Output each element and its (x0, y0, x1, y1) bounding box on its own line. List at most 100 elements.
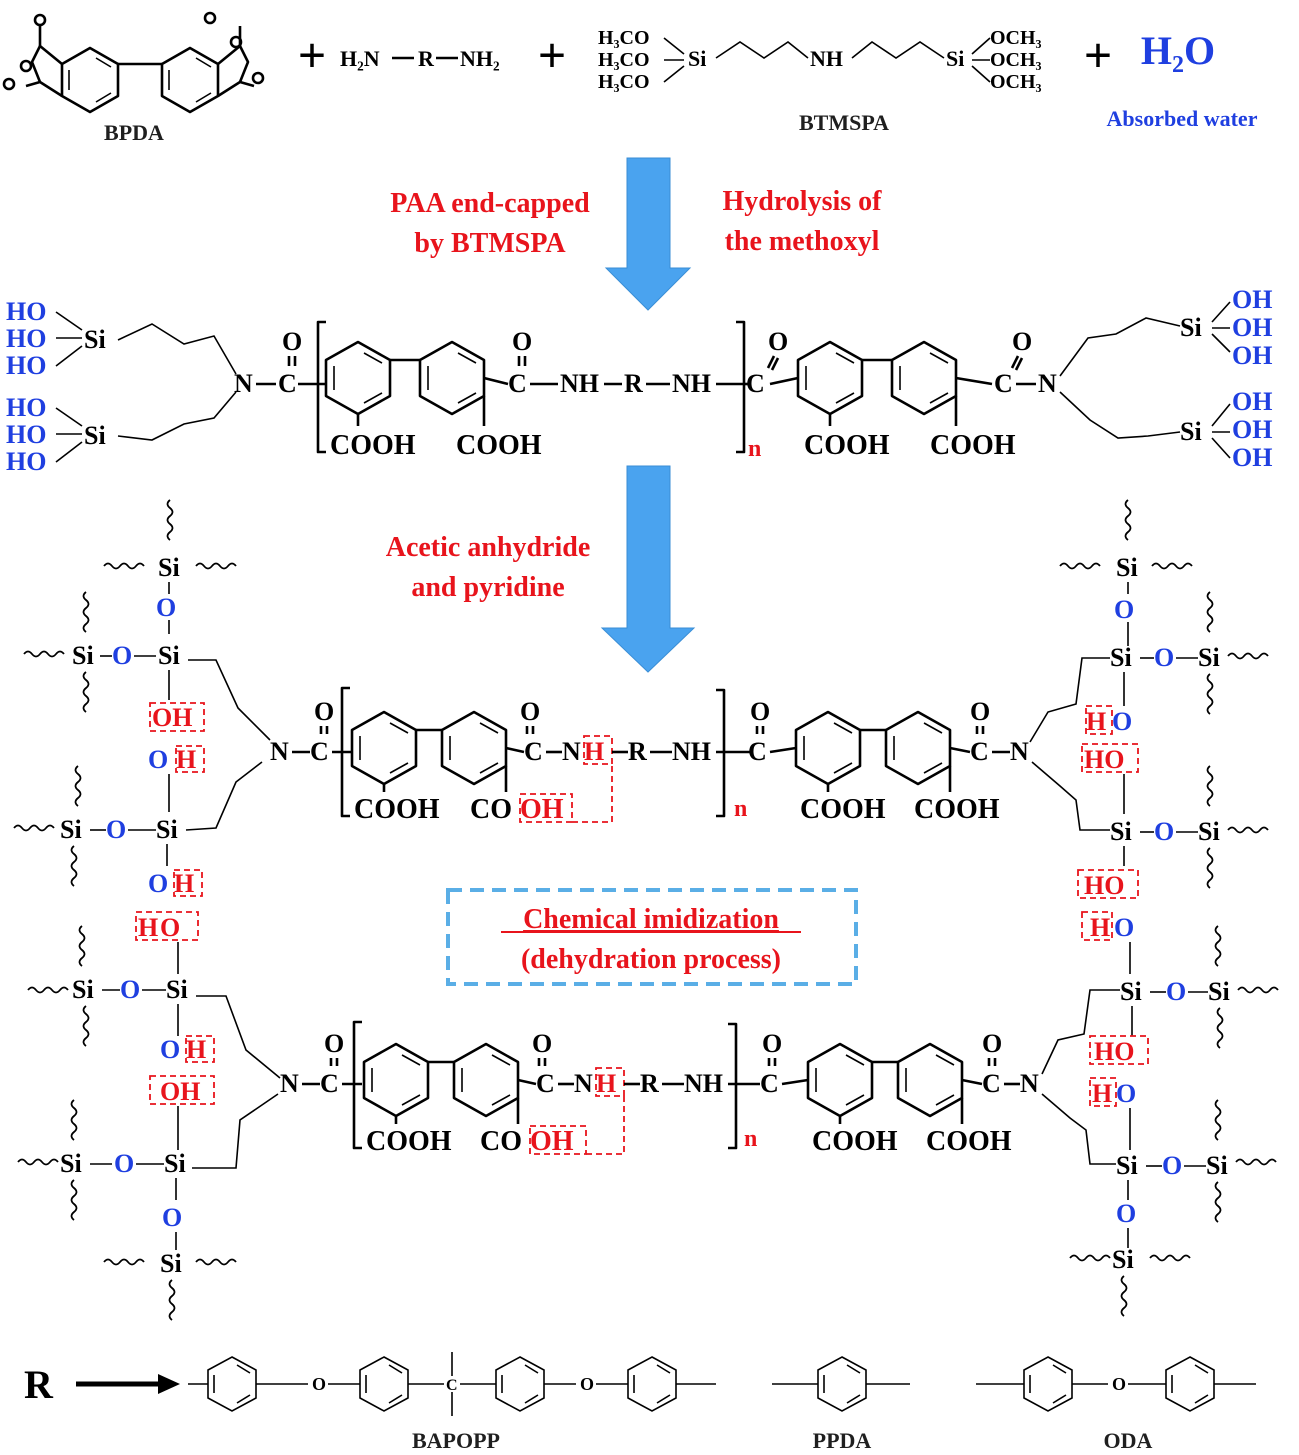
atom-label: O (750, 697, 770, 726)
atom-label: N (234, 369, 253, 398)
atom-label: Si (158, 553, 180, 582)
atom-label: HO (6, 297, 46, 326)
atom-label: Si (72, 975, 94, 1004)
paa-structure: HO HO HO Si HO HO HO Si N C O COOH COOH … (6, 285, 1272, 476)
atom-label: HO (6, 324, 46, 353)
btmspa-nh: NH (810, 46, 843, 71)
step2-line2: and pyridine (411, 572, 564, 603)
atom-label: C (746, 369, 765, 398)
atom-label: C (748, 737, 767, 766)
atom-label: HO (1084, 871, 1124, 900)
atom-label: COOH (804, 430, 890, 461)
reaction-arrow-2 (600, 465, 696, 673)
atom-label: OH (1232, 313, 1272, 342)
atom-label: NH (560, 369, 599, 398)
atom-label: O (532, 1029, 552, 1058)
r-symbol: R (24, 1362, 54, 1407)
atom-label: N (280, 1069, 299, 1098)
atom-label: O (1116, 1079, 1136, 1108)
btmspa-och3-r1: OCH₃ (990, 27, 1042, 49)
atom-label: O (1112, 1374, 1126, 1394)
atom-label: N (1010, 737, 1029, 766)
atom-label: O (1116, 1199, 1136, 1228)
atom-label: C (970, 737, 989, 766)
atom-label: NH (684, 1069, 723, 1098)
step1-right-line2: the methoxyl (725, 226, 880, 257)
atom-label: Si (156, 815, 178, 844)
atom-label: HO (6, 447, 46, 476)
atom-label: O (520, 697, 540, 726)
atom-label: HO (6, 420, 46, 449)
atom-label: O (106, 815, 126, 844)
btmspa-label: BTMSPA (799, 110, 889, 135)
atom-label: H (176, 745, 196, 774)
atom-label: O (1162, 1151, 1182, 1180)
atom-label: n (744, 1126, 757, 1152)
atom-label: Si (1180, 417, 1202, 446)
atom-label: Si (1110, 643, 1132, 672)
imidization-box (446, 888, 858, 986)
diamine-r: R (418, 46, 435, 71)
atom-label: O (1154, 643, 1174, 672)
atom-label: O (162, 1203, 182, 1232)
reaction-arrow-1 (604, 157, 692, 311)
atom-label: N (1020, 1069, 1039, 1098)
box-line1: Chemical imidization (523, 904, 779, 935)
atom-label: Si (1116, 553, 1138, 582)
atom-label: COOH (930, 430, 1016, 461)
atom-label: CO (480, 1126, 522, 1157)
atom-label: C (982, 1069, 1001, 1098)
atom-label: Si (1198, 643, 1220, 672)
atom-label: Si (1116, 1151, 1138, 1180)
atom-label: Si (158, 641, 180, 670)
plus-sign-1: + (298, 27, 327, 83)
atom-label: N (1038, 369, 1057, 398)
atom-label: Si (166, 975, 188, 1004)
atom-label: CO (470, 794, 512, 825)
atom-label: H (1086, 707, 1106, 736)
water-formula: H₂O (1141, 28, 1215, 73)
atom-label: O (148, 869, 168, 898)
atom-label: n (734, 796, 747, 822)
atom-label: O (768, 327, 788, 356)
atom-label: Si (164, 1149, 186, 1178)
atom-label: O (1112, 707, 1132, 736)
atom-label: O (324, 1029, 344, 1058)
atom-label: H (596, 1069, 616, 1098)
bpda-label: BPDA (104, 120, 164, 145)
btmspa-structure: H₃CO H₃CO H₃CO Si NH Si OCH₃ OCH₃ OCH₃ (598, 27, 1042, 93)
atom-label: O (160, 913, 180, 942)
atom-label: C (310, 737, 329, 766)
atom-label: C (508, 369, 527, 398)
atom-label: OH (1232, 285, 1272, 314)
atom-label: O (762, 1029, 782, 1058)
atom-label: COOH (914, 794, 1000, 825)
atom-label: C (320, 1069, 339, 1098)
atom-label: O (312, 1374, 326, 1394)
atom-label: O (512, 327, 532, 356)
btmspa-och3-l2: H₃CO (598, 49, 650, 71)
r-label-ppda: PPDA (813, 1428, 872, 1453)
atom-label: O (156, 593, 176, 622)
atom-label: O (970, 697, 990, 726)
atom-label: n (748, 436, 761, 462)
atom-label: Si (1198, 817, 1220, 846)
btmspa-och3-r3: OCH₃ (990, 71, 1042, 93)
atom-label: R (628, 737, 647, 766)
atom-label: H (186, 1035, 206, 1064)
atom-label: Si (60, 815, 82, 844)
atom-label: O (160, 1035, 180, 1064)
diamine-structure: H₂N R NH₂ (340, 46, 500, 71)
plus-sign-3: + (1084, 27, 1113, 83)
atom-label: COOH (812, 1126, 898, 1157)
atom-label: O (1114, 595, 1134, 624)
diamine-right: NH₂ (460, 46, 500, 71)
atom-label: COOH (800, 794, 886, 825)
atom-label: O (148, 745, 168, 774)
atom-label: OH (152, 703, 192, 732)
atom-label: OH (1232, 415, 1272, 444)
r-label-bapopp: BAPOPP (412, 1428, 500, 1453)
crosslinked-network: Si O Si O Si OH O H Si O Si O H H O (13, 499, 1279, 1321)
atom-label: O (1114, 913, 1134, 942)
